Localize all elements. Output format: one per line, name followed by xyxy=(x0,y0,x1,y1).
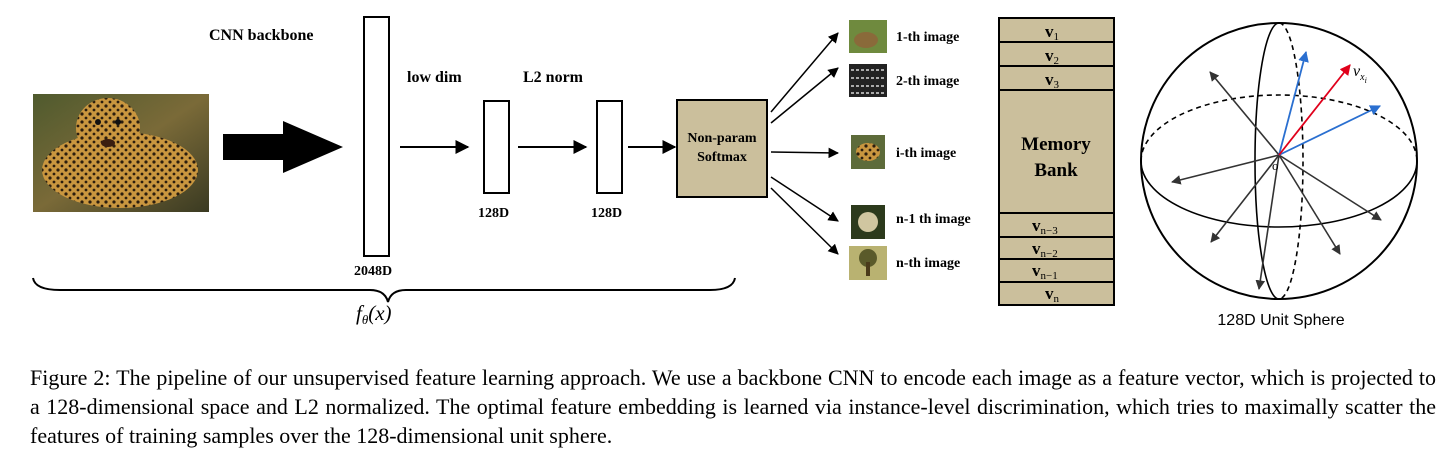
low-dim-layer xyxy=(483,100,510,194)
dim-2048-label: 2048D xyxy=(354,264,392,279)
output-thumbnail-1 xyxy=(849,20,887,53)
memory-bank-title-line2: Bank xyxy=(1034,160,1078,181)
sphere-vector-label: vxi xyxy=(1353,63,1367,85)
input-leopard-image xyxy=(33,94,209,212)
function-label: fθ(x) xyxy=(356,301,392,327)
pipeline-figure: CNN backbone 2048D low dim 128D L2 norm … xyxy=(32,16,1418,329)
caption-prefix: Figure 2: xyxy=(30,365,111,390)
backbone-brace xyxy=(32,277,736,303)
figure-caption: Figure 2: The pipeline of our unsupervis… xyxy=(30,363,1436,450)
cnn-backbone-label: CNN backbone xyxy=(209,27,313,44)
non-param-softmax-box xyxy=(676,99,768,198)
input-arrow xyxy=(223,121,343,173)
output-thumbnail-n xyxy=(849,246,887,280)
output-label-2: 2-th image xyxy=(896,74,959,89)
memory-bank-title-line1: Memory xyxy=(1021,134,1091,155)
unit-sphere xyxy=(1140,22,1418,300)
dim-128-label-a: 128D xyxy=(478,206,509,221)
low-dim-label: low dim xyxy=(407,69,462,86)
l2-norm-label: L2 norm xyxy=(523,69,584,86)
sphere-title: 128D Unit Sphere xyxy=(1217,312,1344,329)
output-label-i: i-th image xyxy=(896,146,956,161)
output-label-n: n-th image xyxy=(896,256,960,271)
output-label-n-1: n-1 th image xyxy=(896,212,971,227)
caption-text: The pipeline of our unsupervised feature… xyxy=(30,365,1436,448)
svg-text:vxi: vxi xyxy=(1353,63,1367,85)
softmax-label-line2: Softmax xyxy=(697,150,747,165)
l2-norm-layer xyxy=(596,100,623,194)
softmax-label-line1: Non-param xyxy=(687,131,757,146)
output-thumbnail-2 xyxy=(849,64,887,97)
cnn-backbone-layer xyxy=(363,16,390,257)
output-arrows xyxy=(770,32,840,255)
output-label-1: 1-th image xyxy=(896,30,959,45)
sphere-origin-label: o xyxy=(1272,158,1279,173)
memory-bank xyxy=(998,17,1115,306)
dim-128-label-b: 128D xyxy=(591,206,622,221)
output-thumbnail-i xyxy=(851,135,885,169)
output-thumbnail-n-1 xyxy=(851,205,885,239)
